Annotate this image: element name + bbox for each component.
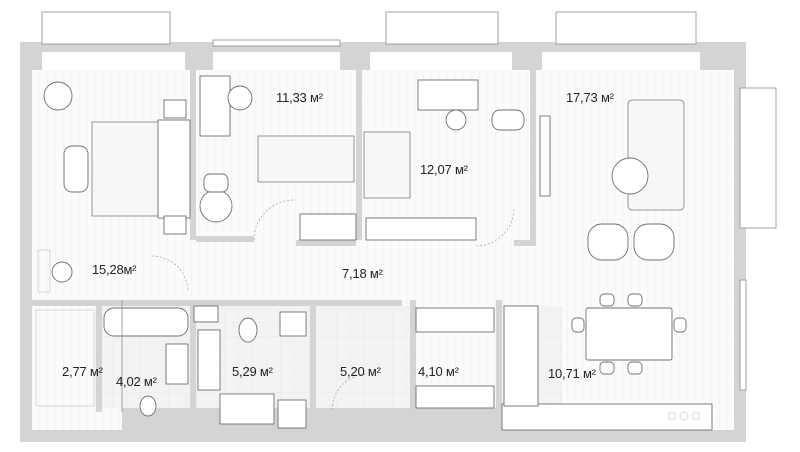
windows <box>41 11 777 391</box>
bedroom-furniture <box>37 81 191 293</box>
room-area-bedroom: 15,28м² <box>92 262 137 277</box>
exterior-walls <box>20 42 746 442</box>
room-area-entrance: 5,20 м² <box>340 364 381 379</box>
bathroom-fixtures <box>103 305 219 417</box>
living-room-furniture <box>539 99 685 261</box>
room-area-wc: 5,29 м² <box>232 364 273 379</box>
room-area-bathroom: 4,02 м² <box>116 374 157 389</box>
room-area-kids-room: 12,07 м² <box>420 162 468 177</box>
room-area-study: 11,33 м² <box>276 90 323 105</box>
room-area-closet: 2,77 м² <box>62 364 103 379</box>
door-swings <box>121 199 515 412</box>
study-furniture <box>199 75 357 241</box>
wardrobe-fixtures <box>35 307 495 409</box>
room-area-kitchen: 10,71 м² <box>548 366 596 381</box>
room-area-living-room: 17,73 м² <box>566 90 614 105</box>
kids-room-furniture <box>363 79 525 241</box>
room-area-hall: 7,18 м² <box>342 266 383 281</box>
room-area-wardrobe: 4,10 м² <box>418 364 459 379</box>
wc-fixtures <box>197 311 307 429</box>
kitchen-furniture <box>501 293 713 431</box>
interior-walls <box>32 70 536 430</box>
